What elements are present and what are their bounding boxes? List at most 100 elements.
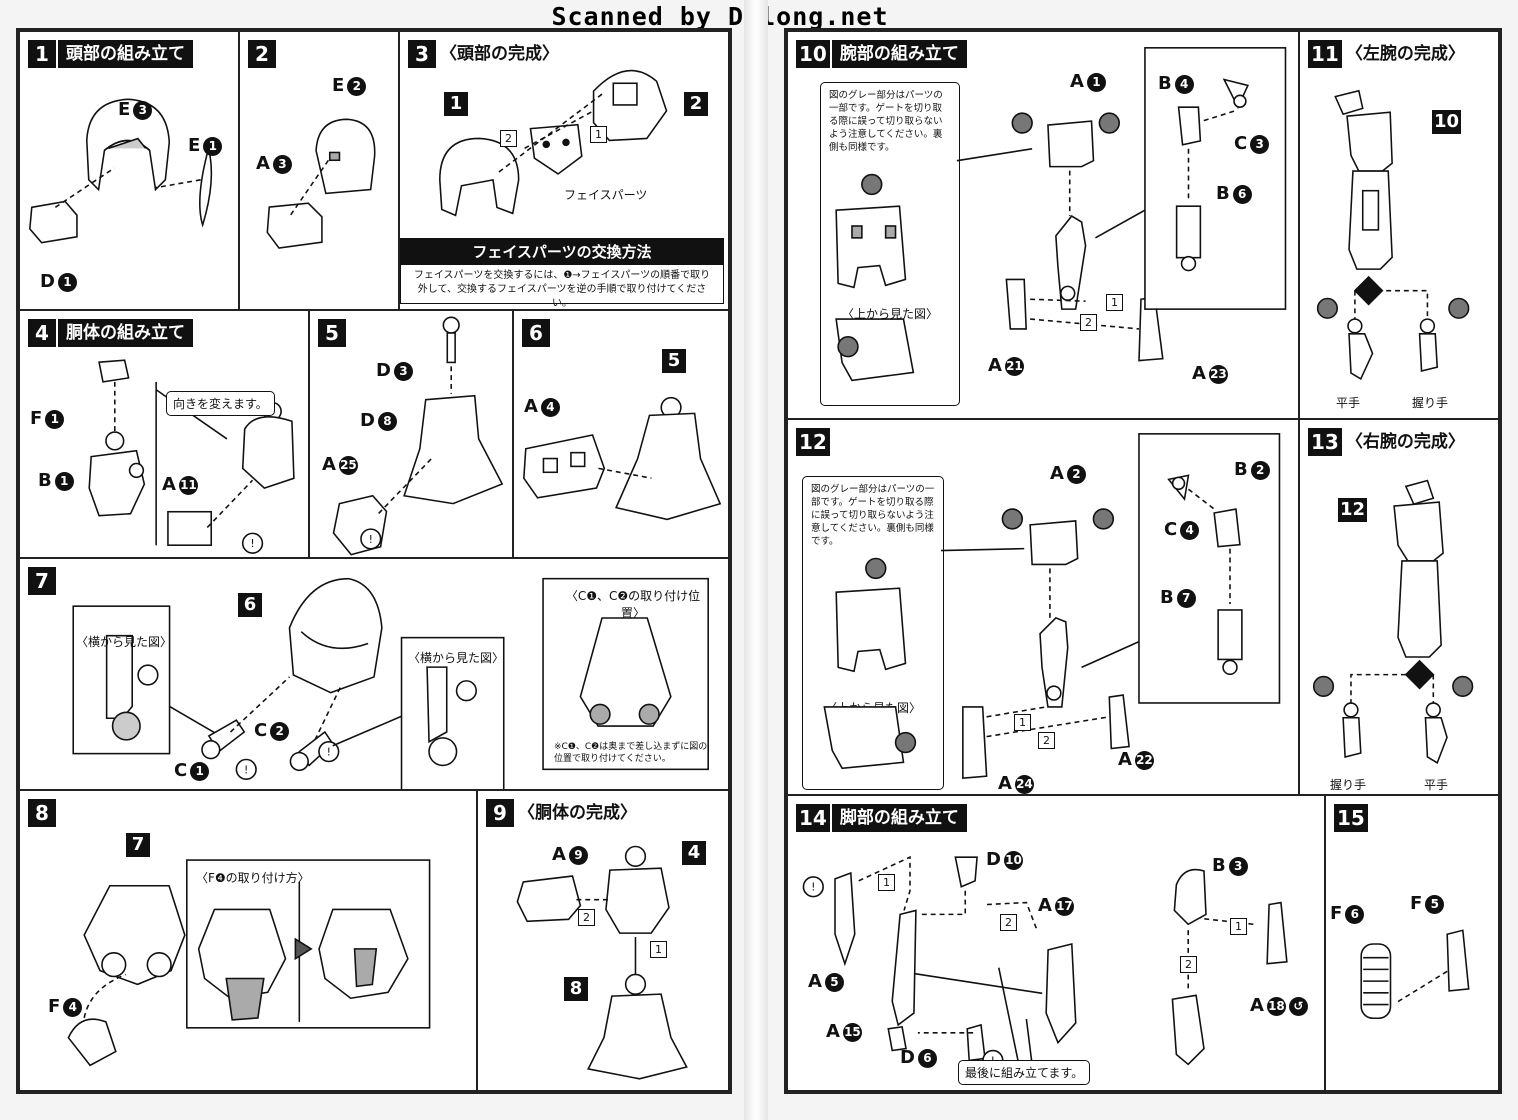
step-11-panel: 11 〈左腕の完成〉 10 平手 握り手 — [1298, 30, 1500, 420]
step-title: 〈左腕の完成〉 — [1345, 44, 1465, 64]
order-mark-1: 1 — [1106, 294, 1123, 311]
order-mark-1: 1 — [878, 874, 895, 891]
step-3-panel: 3 〈頭部の完成〉 1 2 2 1 フェイスパーツ フェイスパーツの交換方法 フ… — [398, 30, 730, 311]
order-mark-2: 2 — [500, 130, 517, 147]
step-title: 脚部の組み立て — [831, 804, 967, 832]
head-face-illustration — [266, 118, 376, 249]
top-view-label: 〈上から見た図〉 — [841, 307, 938, 321]
face-exchange-text: フェイスパーツを交換するには、❶→フェイスパーツの順番で取り外して、交換するフェ… — [413, 270, 711, 309]
step-ref-7: 7 — [126, 833, 150, 857]
step-number: 12 — [796, 428, 830, 456]
step-7-panel: 7 ! ! 6 — [18, 557, 730, 791]
svg-text:!: ! — [244, 763, 248, 776]
order-mark-1: 1 — [1230, 918, 1247, 935]
gray-parts-note-text: 図のグレー部分はパーツの一部です。ゲートを切り取る際に誤って切り取らないよう注意… — [829, 90, 943, 153]
step-header: 1 頭部の組み立て — [28, 40, 193, 68]
step-title: 〈右腕の完成〉 — [1345, 432, 1465, 452]
collar-assembly-illustration: ! ! — [72, 577, 709, 789]
step-number: 3 — [408, 40, 436, 68]
step-ref-1: 1 — [444, 92, 468, 116]
side-view-label-2: 〈横から見た図〉 — [408, 651, 505, 665]
scan-watermark: Scanned by Dalong.net — [551, 2, 889, 31]
torso-completion-illustration — [516, 845, 688, 1080]
foot-assembly-illustration — [1360, 929, 1470, 1020]
step-number: 2 — [248, 40, 276, 68]
svg-text:!: ! — [250, 537, 254, 550]
step-ref-5: 5 — [662, 349, 686, 373]
face-parts-label: フェイスパーツ — [564, 188, 648, 202]
step-12-panel: 12 図のグレー部分はパーツの一部です。ゲートを切り取る際に誤って切り取らないよ… — [786, 418, 1300, 796]
skirt-assembly-illustration: ! — [332, 316, 504, 556]
face-exchange-title: フェイスパーツの交換方法 — [401, 239, 723, 265]
step-number: 9 — [486, 799, 514, 827]
order-mark-2: 2 — [1038, 732, 1055, 749]
attach-position-title: 〈C❶、C❷の取り付け位置〉 — [565, 589, 701, 620]
step-header: 2 — [248, 40, 276, 68]
step-header: 14 脚部の組み立て — [796, 804, 967, 832]
step-number: 4 — [28, 319, 56, 347]
f4-attach-title: 〈F❹の取り付け方〉 — [196, 871, 310, 885]
step-number: 7 — [28, 567, 56, 595]
step-title: 〈頭部の完成〉 — [440, 44, 559, 64]
step-title: 胴体の組み立て — [58, 319, 193, 347]
left-arm-assembly-illustration — [835, 47, 1287, 382]
step-header: 15 — [1334, 804, 1368, 832]
step-title: 頭部の組み立て — [58, 40, 193, 68]
order-mark-2: 2 — [1080, 314, 1097, 331]
assemble-last-note: 最後に組み立てます。 — [958, 1060, 1091, 1085]
svg-text:!: ! — [369, 533, 373, 546]
torso-assembly-illustration: ! — [88, 359, 295, 554]
step-header: 10 腕部の組み立て — [796, 40, 967, 68]
order-mark-1: 1 — [1014, 714, 1031, 731]
step-number: 11 — [1308, 40, 1342, 68]
step-header: 13 〈右腕の完成〉 — [1308, 428, 1467, 456]
step-ref-10: 10 — [1432, 110, 1462, 134]
face-exchange-box: フェイスパーツの交換方法 フェイスパーツを交換するには、❶→フェイスパーツの順番… — [400, 238, 724, 309]
step-number: 8 — [28, 799, 56, 827]
step-10-panel: 10 腕部の組み立て 図のグレー部分はパーツの一部です。ゲートを切り取る際に誤っ… — [786, 30, 1300, 420]
order-mark-2: 2 — [1000, 914, 1017, 931]
step-header: 12 — [796, 428, 830, 456]
order-mark-2: 2 — [1180, 956, 1197, 973]
side-view-label-1: 〈横から見た図〉 — [76, 635, 173, 649]
step-header: 9 〈胴体の完成〉 — [486, 799, 639, 827]
grip-hand-label: 握り手 — [1412, 396, 1449, 410]
order-mark-2: 2 — [578, 909, 595, 926]
flat-hand-label: 平手 — [1336, 396, 1361, 410]
step-title: 〈胴体の完成〉 — [518, 803, 637, 823]
step-header: 3 〈頭部の完成〉 — [408, 40, 561, 68]
step-title: 腕部の組み立て — [831, 40, 967, 68]
